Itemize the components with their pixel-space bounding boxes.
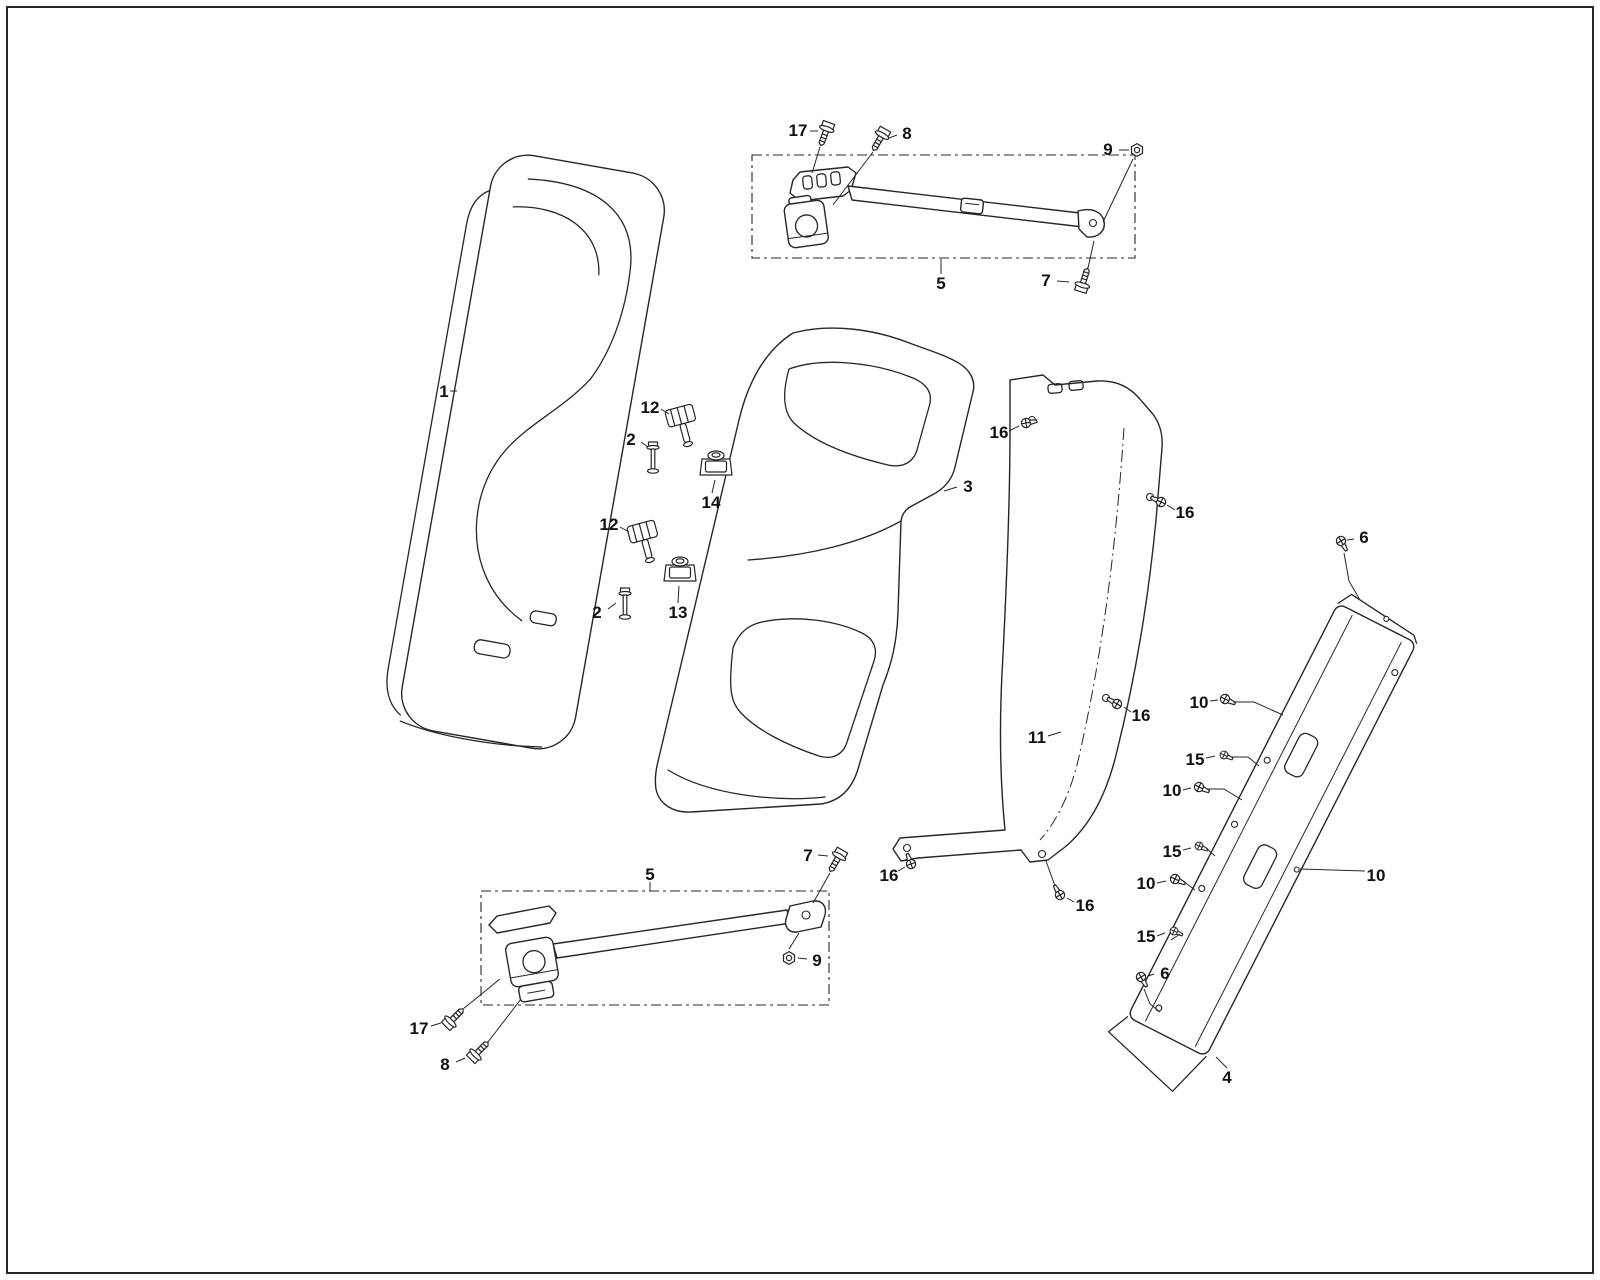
part-10-screw-1 [1218, 692, 1238, 709]
callout-7-upper: 7 [1041, 271, 1050, 290]
part-8-bolt-upper [866, 124, 893, 155]
part-9-nut-upper [1130, 143, 1144, 157]
callout-11: 11 [1028, 728, 1046, 747]
callouts: 17 8 9 5 7 1 12 2 14 3 16 16 12 2 13 6 1… [410, 121, 1386, 1087]
callout-17-upper: 17 [789, 121, 808, 140]
callout-4: 4 [1222, 1068, 1232, 1087]
part-9-nut-lower [782, 950, 796, 966]
callout-10-2: 10 [1163, 781, 1182, 800]
part-10-screw-3 [1168, 872, 1188, 889]
callout-9-upper: 9 [1103, 140, 1112, 159]
callout-8-upper: 8 [902, 124, 911, 143]
callout-2-upper: 2 [626, 430, 635, 449]
callout-15-2: 15 [1163, 842, 1182, 861]
callout-5-lower: 5 [645, 865, 654, 884]
part-7-bolt-lower [823, 845, 850, 876]
callout-16-3: 16 [1132, 706, 1151, 725]
part-12-striker-upper [664, 403, 703, 451]
callout-9-lower: 9 [812, 951, 821, 970]
part-1-seat-backrest [386, 154, 666, 750]
part-14-grommet [699, 450, 733, 476]
callout-17-lower: 17 [410, 1019, 429, 1038]
callout-7-lower: 7 [803, 846, 812, 865]
callout-16-4: 16 [880, 866, 899, 885]
leader-lines [430, 130, 1366, 1069]
callout-2-lower: 2 [592, 603, 601, 622]
part-6-screw-1 [1334, 534, 1352, 554]
assembly-boundary [480, 890, 830, 1006]
part-15-screw-2 [1193, 840, 1210, 855]
callout-13: 13 [669, 603, 688, 622]
callout-6-lower: 6 [1160, 964, 1169, 983]
part-2-bolt-upper [646, 441, 660, 474]
callout-12-lower: 12 [600, 515, 619, 534]
callout-8-lower: 8 [440, 1055, 449, 1074]
callout-14: 14 [702, 493, 721, 512]
callout-15-1: 15 [1186, 750, 1205, 769]
part-10-screw-2 [1192, 780, 1212, 797]
part-13-grommet [663, 556, 697, 582]
part-11-rear-trim-panel [892, 374, 1163, 863]
part-4-rear-panel [1107, 593, 1418, 1092]
part-3-seat-cushion [654, 327, 975, 813]
callout-15-3: 15 [1137, 927, 1156, 946]
page-border [6, 6, 1594, 1274]
callout-1: 1 [439, 382, 448, 401]
callout-16-1: 16 [990, 423, 1009, 442]
callout-10-3: 10 [1137, 874, 1156, 893]
part-5-lower-seatbelt-assembly [480, 890, 830, 1006]
part-2-bolt-lower [618, 587, 632, 620]
callout-10-4: 10 [1367, 866, 1386, 885]
callout-12-upper: 12 [641, 398, 660, 417]
callout-10-1: 10 [1190, 693, 1209, 712]
callout-3: 3 [963, 477, 972, 496]
callout-6-upper: 6 [1359, 528, 1368, 547]
callout-5-upper: 5 [936, 274, 945, 293]
callout-16-5: 16 [1076, 896, 1095, 915]
part-7-bolt-upper [1072, 265, 1096, 295]
part-17-bolt-upper [813, 119, 837, 149]
assembly-boundary [751, 154, 1136, 259]
part-5-upper-seatbelt-assembly [751, 154, 1136, 259]
part-15-screw-1 [1218, 749, 1235, 764]
callout-16-2: 16 [1176, 503, 1195, 522]
part-12-striker-lower [626, 519, 665, 567]
part-16-screw-5 [1049, 882, 1067, 902]
